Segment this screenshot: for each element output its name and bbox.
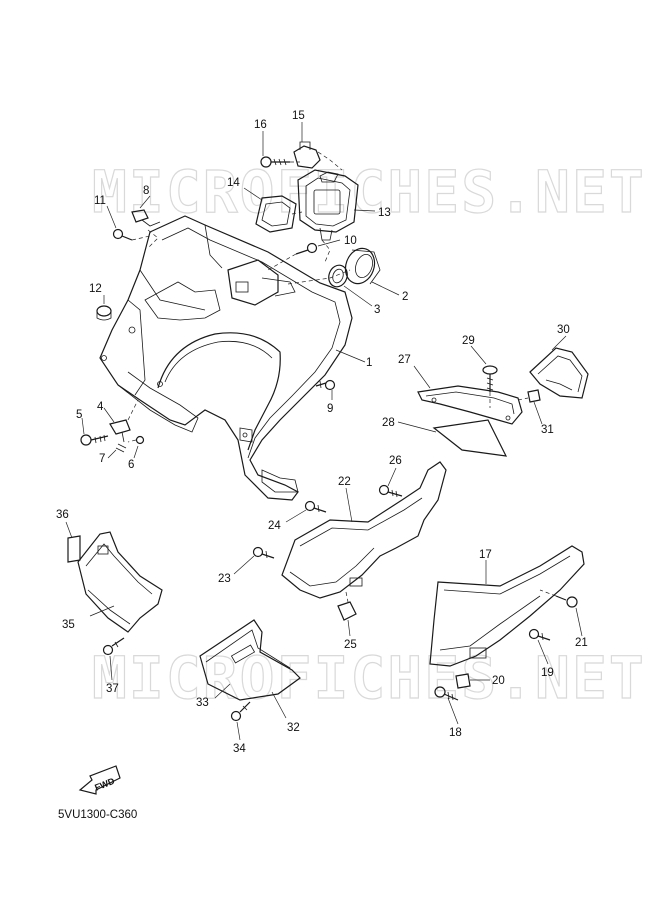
part-label-30: 30 — [557, 324, 570, 336]
center-panel-drawing — [252, 461, 447, 621]
part-label-8: 8 — [143, 185, 149, 197]
part-label-9: 9 — [327, 403, 333, 415]
lamp-assembly-drawing — [255, 141, 359, 263]
grommet-drawing — [267, 242, 381, 288]
part-label-31: 31 — [541, 424, 554, 436]
part-label-7: 7 — [99, 453, 105, 465]
part-label-14: 14 — [227, 177, 240, 189]
left-side-panel-drawing — [67, 531, 163, 656]
part-label-20: 20 — [492, 675, 505, 687]
part-label-36: 36 — [56, 509, 69, 521]
left-hardware-drawing — [80, 209, 336, 453]
part-label-3: 3 — [374, 304, 380, 316]
part-label-34: 34 — [233, 743, 246, 755]
part-label-16: 16 — [254, 119, 267, 131]
part-label-33: 33 — [196, 697, 209, 709]
part-label-2: 2 — [402, 291, 408, 303]
part-label-6: 6 — [128, 459, 134, 471]
part-label-12: 12 — [89, 283, 102, 295]
part-label-27: 27 — [398, 354, 411, 366]
part-label-5: 5 — [76, 409, 82, 421]
part-label-17: 17 — [479, 549, 492, 561]
part-label-18: 18 — [449, 727, 462, 739]
part-label-26: 26 — [389, 455, 402, 467]
part-label-23: 23 — [218, 573, 231, 585]
part-label-29: 29 — [462, 335, 475, 347]
fwd-arrow-label: FWD — [93, 776, 116, 793]
front-cowl-drawing — [99, 215, 353, 501]
watermark-top: MICROFICHES.NET — [92, 158, 646, 226]
diagram-code: 5VU1300-C360 — [58, 809, 137, 821]
part-label-24: 24 — [268, 520, 281, 532]
part-label-13: 13 — [378, 207, 391, 219]
right-side-panel-drawing — [429, 545, 585, 701]
right-upper-parts-drawing — [417, 347, 589, 457]
fwd-arrow: FWD — [78, 765, 121, 795]
part-label-10: 10 — [344, 235, 357, 247]
part-label-37: 37 — [106, 683, 119, 695]
part-label-25: 25 — [344, 639, 357, 651]
leader-lines — [65, 122, 583, 741]
part-label-15: 15 — [292, 110, 305, 122]
part-label-21: 21 — [575, 637, 588, 649]
part-label-32: 32 — [287, 722, 300, 734]
part-label-19: 19 — [541, 667, 554, 679]
part-label-1: 1 — [366, 357, 372, 369]
part-labels: 1 2 3 4 5 6 7 8 9 10 11 12 13 14 15 16 1… — [56, 110, 588, 755]
part-label-22: 22 — [338, 476, 351, 488]
watermark-bottom: MICROFICHES.NET — [92, 644, 646, 712]
lower-guard-drawing — [199, 619, 301, 722]
part-label-28: 28 — [382, 417, 395, 429]
part-label-35: 35 — [62, 619, 75, 631]
part-label-11: 11 — [94, 195, 106, 207]
part-label-4: 4 — [97, 401, 104, 413]
